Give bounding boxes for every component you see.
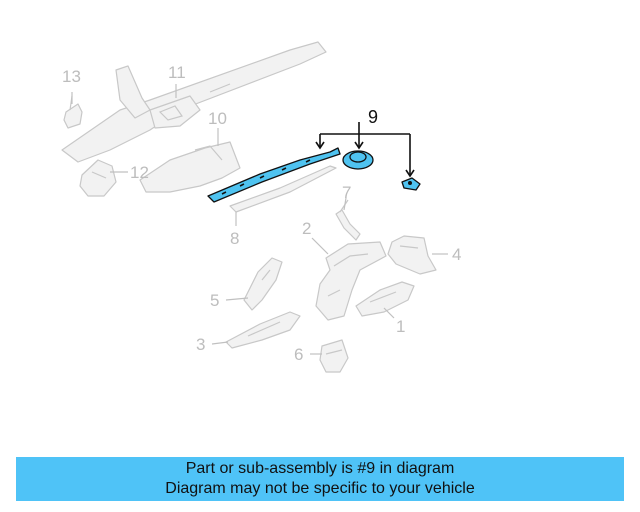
callout-4: 4 xyxy=(452,245,461,264)
part-7 xyxy=(335,199,361,241)
part-1 xyxy=(355,281,415,317)
leaders xyxy=(71,84,448,355)
callout-1: 1 xyxy=(396,317,405,336)
callout-7: 7 xyxy=(342,183,351,202)
callout-6: 6 xyxy=(294,345,303,364)
callouts: 9 13 11 10 12 8 7 2 4 1 5 3 6 xyxy=(62,63,461,364)
part-5 xyxy=(243,257,283,311)
part-2 xyxy=(315,241,387,321)
callout-11: 11 xyxy=(168,63,186,82)
callout-12: 12 xyxy=(130,163,149,182)
part-9-highlight[interactable] xyxy=(207,147,421,203)
part-12 xyxy=(79,159,117,197)
banner-line-2: Diagram may not be specific to your vehi… xyxy=(165,480,475,497)
part-10 xyxy=(139,141,241,193)
part-3 xyxy=(225,311,301,349)
part-4 xyxy=(387,235,437,275)
callout-10: 10 xyxy=(208,109,227,128)
info-banner: Part or sub-assembly is #9 in diagram Di… xyxy=(16,457,624,501)
part-11 xyxy=(61,41,327,163)
parts-diagram: 9 13 11 10 12 8 7 2 4 1 5 3 6 xyxy=(61,41,461,373)
callout-3: 3 xyxy=(196,335,205,354)
callout-9[interactable]: 9 xyxy=(368,107,378,127)
callout-8: 8 xyxy=(230,229,239,248)
callout-5: 5 xyxy=(210,291,219,310)
part-6 xyxy=(319,339,349,373)
callout-13: 13 xyxy=(62,67,81,86)
banner-line-1: Part or sub-assembly is #9 in diagram xyxy=(185,460,455,477)
callout-2: 2 xyxy=(302,219,311,238)
part-13 xyxy=(63,95,83,129)
